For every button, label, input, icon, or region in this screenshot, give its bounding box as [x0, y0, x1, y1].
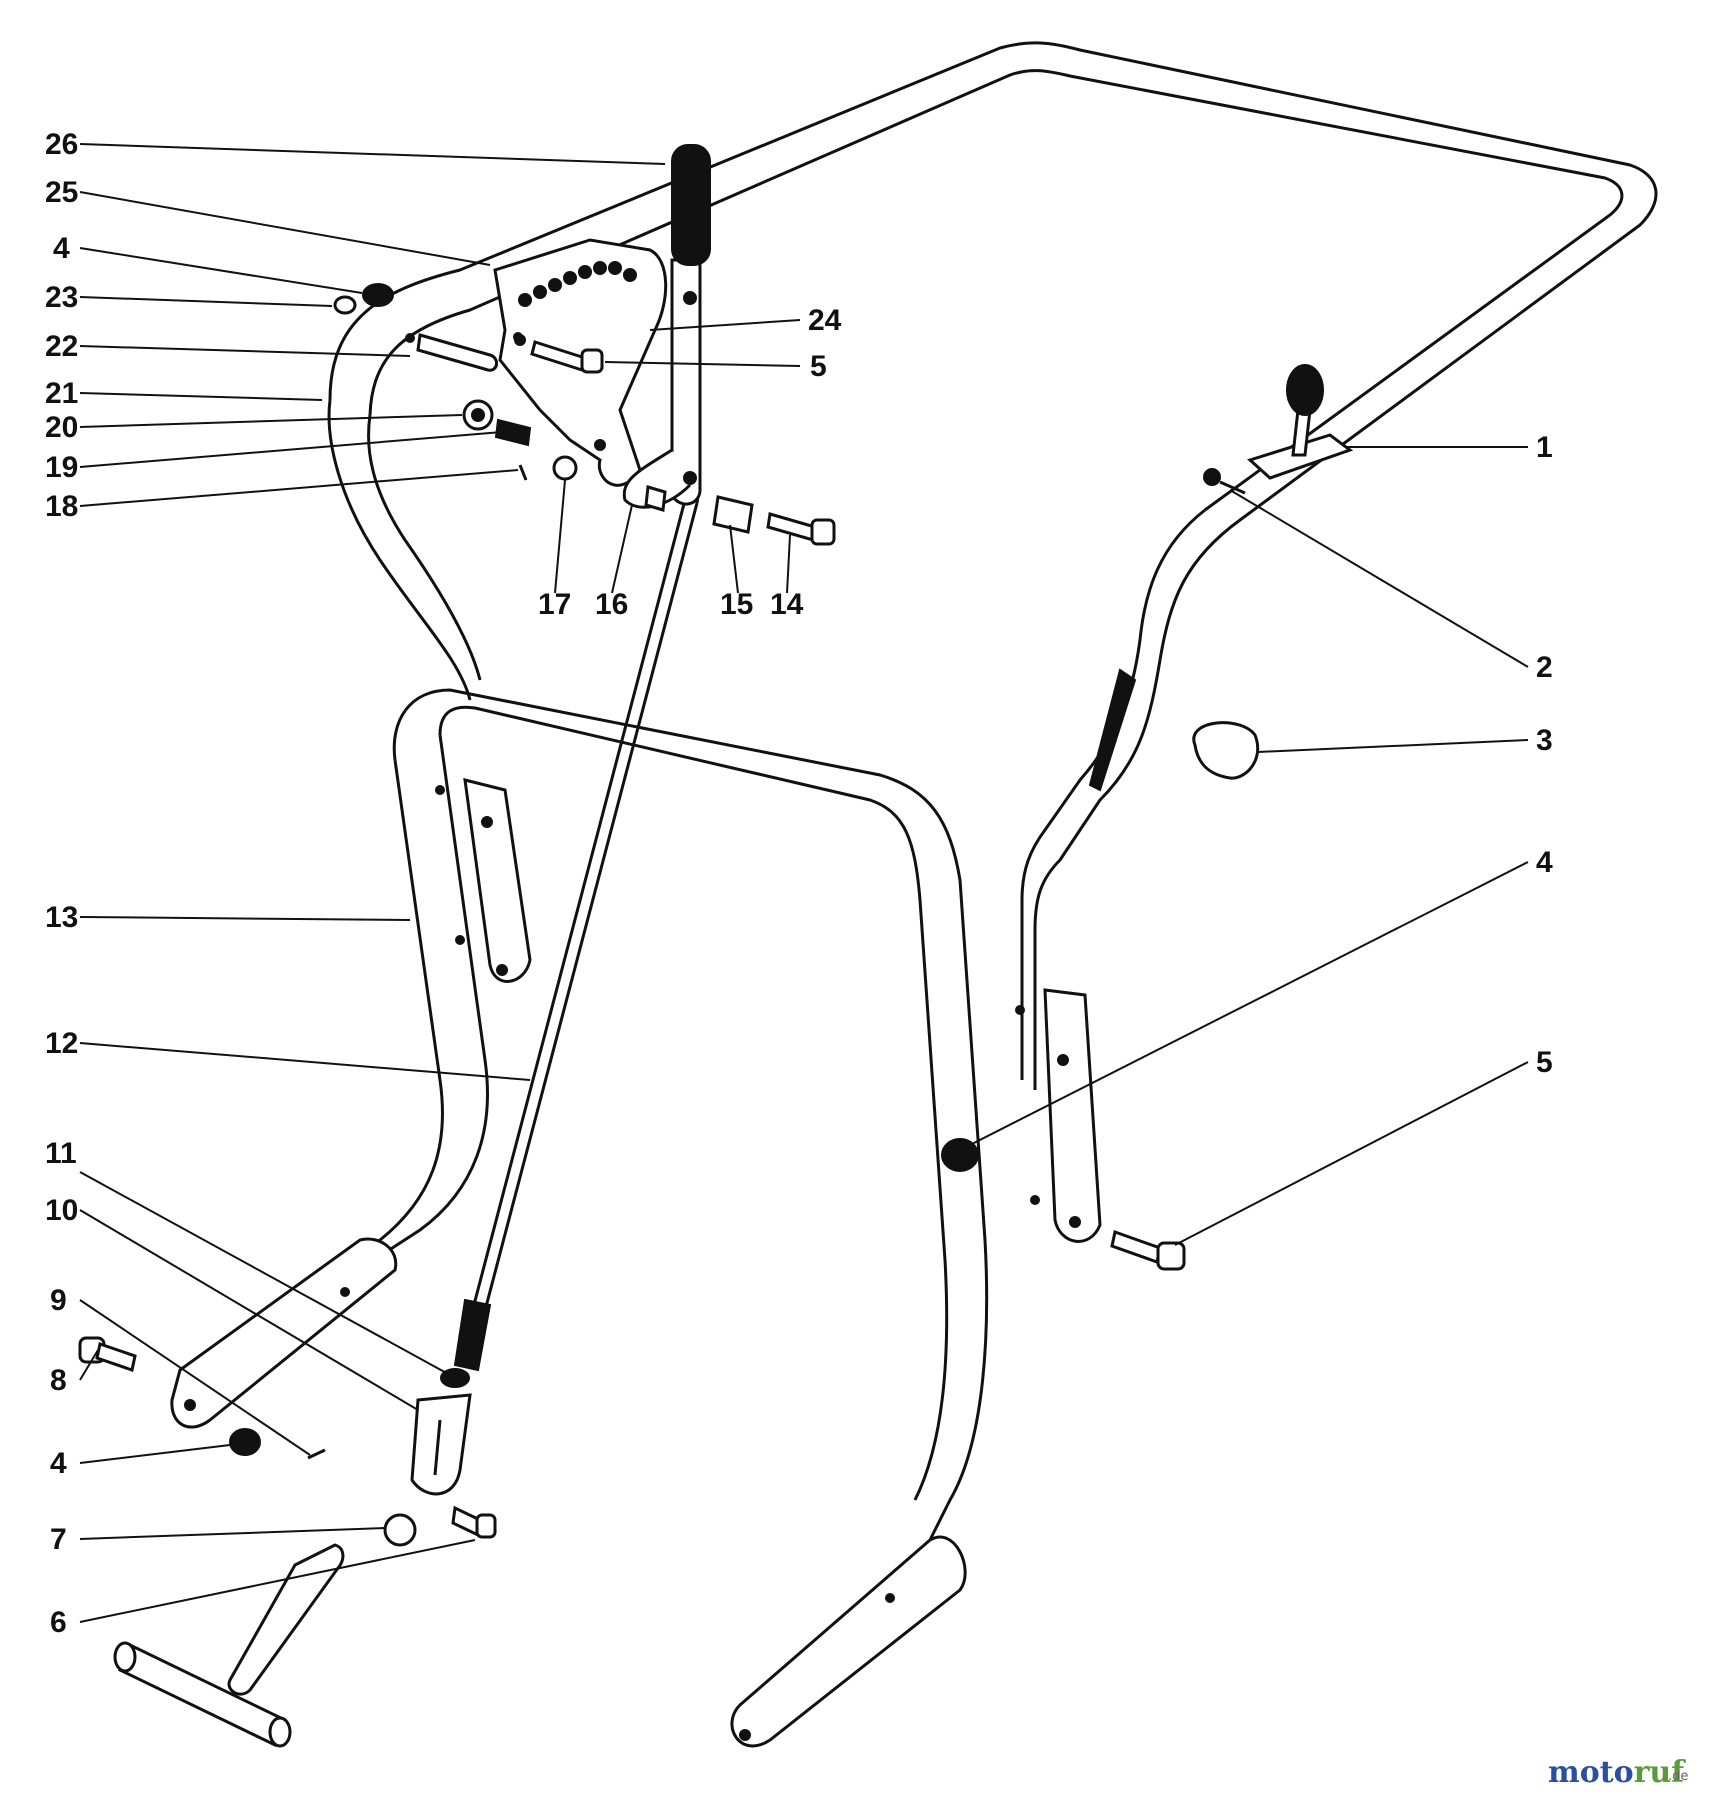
callout-18: 18 — [45, 490, 78, 523]
callout-6: 6 — [50, 1606, 67, 1639]
watermark-domain: .de — [1668, 1769, 1688, 1784]
watermark: motoruf .de — [1548, 1755, 1688, 1790]
callout-17: 17 — [538, 588, 571, 621]
callout-20: 20 — [45, 411, 78, 444]
upper-handle-frame — [327, 41, 1658, 1090]
callout-25: 25 — [45, 176, 78, 209]
callout-3: 3 — [1536, 724, 1553, 757]
callout-9: 9 — [50, 1284, 67, 1317]
lever-grip — [671, 144, 711, 266]
callout-23: 23 — [45, 281, 78, 314]
svg-text:motoruf: motoruf — [1548, 1755, 1686, 1790]
callout-14: 14 — [770, 588, 804, 621]
callout-15: 15 — [720, 588, 753, 621]
watermark-brand-part2: ruf — [1634, 1755, 1687, 1790]
callout-12: 12 — [45, 1027, 78, 1060]
callout-4-bottom: 4 — [50, 1447, 67, 1480]
hardware — [78, 283, 1354, 1748]
watermark-brand-part1: moto — [1548, 1755, 1634, 1790]
callout-5-right: 5 — [1536, 1046, 1553, 1079]
callout-7: 7 — [50, 1523, 67, 1556]
callout-21: 21 — [45, 377, 78, 410]
callout-8: 8 — [50, 1364, 67, 1397]
callout-26: 26 — [45, 128, 78, 161]
callout-24: 24 — [808, 304, 842, 337]
callout-11: 11 — [45, 1137, 77, 1170]
callout-16: 16 — [595, 588, 628, 621]
callout-10: 10 — [45, 1194, 78, 1227]
callout-13: 13 — [45, 901, 78, 934]
callout-22: 22 — [45, 330, 78, 363]
callout-1: 1 — [1536, 431, 1553, 464]
lower-handle-frame — [170, 688, 1102, 1748]
control-rod — [453, 488, 700, 1372]
callout-4-top: 4 — [53, 232, 70, 265]
callout-2: 2 — [1536, 651, 1553, 684]
callout-5-top: 5 — [810, 350, 827, 383]
quadrant-holes — [518, 261, 637, 307]
callout-19: 19 — [45, 451, 78, 484]
callout-4-right: 4 — [1536, 846, 1553, 879]
leader-lines — [79, 143, 1529, 1623]
shift-lever — [622, 144, 711, 509]
callout-labels: 26 25 4 23 22 21 20 19 18 17 16 15 14 24… — [45, 128, 1553, 1639]
